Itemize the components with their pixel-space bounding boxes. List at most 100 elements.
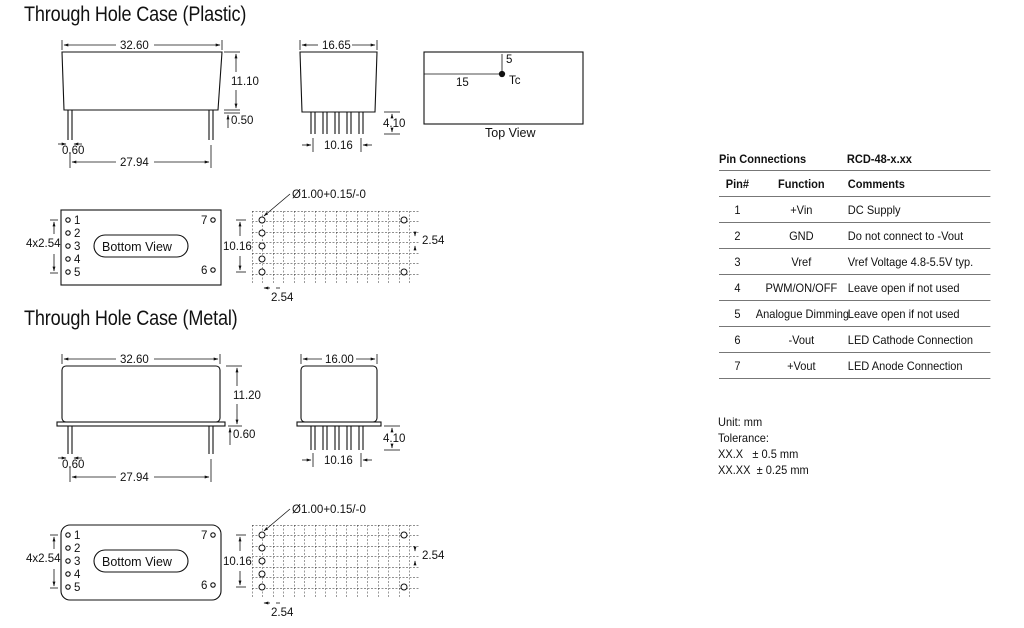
plastic-side-width-dim: 16.65 — [322, 40, 351, 52]
top-view — [423, 51, 584, 125]
tolerance-2-decimal: XX.XX ± 0.25 mm — [718, 463, 809, 477]
comment-cell: Leave open if not used — [847, 280, 960, 295]
heading-metal-case: Through Hole Case (Metal) — [24, 307, 238, 330]
function-cell: -Vout — [788, 332, 815, 347]
pin-number: 3 — [74, 556, 80, 568]
metal-side-view — [296, 354, 400, 467]
plastic-hole-grid: Ø1.00+0.15/-0 10.16 2.54 2.54 — [223, 189, 445, 304]
bottom-view-label-box — [93, 234, 189, 258]
function-cell: Analogue Dimming — [755, 306, 850, 321]
table-row: 6 -Vout LED Cathode Connection — [719, 327, 991, 353]
table-row: 3 Vref Vref Voltage 4.8-5.5V typ. — [719, 249, 991, 275]
metal-bottom-outline — [60, 524, 222, 601]
pin-number: 1 — [74, 215, 80, 227]
plastic-side-pin-span-dim: 10.16 — [324, 140, 353, 152]
pin-number: 6 — [201, 580, 207, 592]
pin-cell: 1 — [734, 202, 741, 217]
pin-table-part-number: RCD-48-x.xx — [846, 152, 912, 166]
metal-height-dim: 11.20 — [233, 390, 261, 402]
pin-number: 7 — [201, 215, 207, 227]
function-cell: +Vin — [790, 202, 813, 217]
plastic-side-body — [299, 51, 378, 113]
col-header-comments: Comments — [847, 176, 905, 191]
function-cell: PWM/ON/OFF — [765, 280, 838, 295]
comment-cell: DC Supply — [847, 202, 901, 217]
pin-pitch-group-dim: 4x2.54 — [26, 553, 61, 565]
metal-side-flange — [296, 421, 382, 427]
pin-pitch-group-dim: 4x2.54 — [26, 238, 61, 250]
plastic-height-dim: 11.10 — [231, 76, 259, 88]
comment-cell: LED Anode Connection — [847, 358, 963, 373]
function-cell: GND — [789, 228, 814, 243]
comment-cell: Leave open if not used — [847, 306, 960, 321]
plastic-bottom-view — [50, 209, 222, 286]
pin-cell: 5 — [734, 306, 741, 321]
plastic-pin-dia-dim: 0.60 — [62, 145, 84, 157]
tolerance-1-decimal: XX.X ± 0.5 mm — [718, 447, 799, 461]
col-header-function: Function — [778, 176, 825, 191]
plastic-pin-numbers: 1 2 3 4 5 7 6 — [74, 215, 207, 279]
pin-number: 4 — [74, 254, 81, 266]
metal-front-view — [56, 354, 242, 482]
plastic-bottom-outline — [60, 209, 222, 286]
bottom-view-label: Bottom View — [102, 555, 173, 569]
pin-number: 2 — [74, 228, 80, 240]
heading-plastic-case: Through Hole Case (Plastic) — [24, 3, 247, 26]
comment-cell: Do not connect to -Vout — [847, 228, 964, 243]
grid-height-dim: 10.16 — [223, 241, 252, 253]
table-row: 2 GND Do not connect to -Vout — [719, 223, 991, 249]
plastic-pin-length-dim: 4.10 — [383, 118, 405, 130]
function-cell: +Vout — [787, 358, 816, 373]
metal-pin-numbers: 1 2 3 4 5 7 6 — [74, 530, 207, 594]
pin-number: 7 — [201, 530, 207, 542]
grid-pitch-h-dim: 2.54 — [271, 607, 294, 619]
pin-number: 3 — [74, 241, 80, 253]
metal-standoff-dim: 0.60 — [233, 429, 255, 441]
metal-side-body — [300, 365, 378, 423]
function-cell: Vref — [791, 254, 812, 269]
top-view-caption: Top View — [485, 126, 536, 140]
table-row: 1 +Vin DC Supply — [719, 197, 991, 223]
pin-table-title-row: Pin Connections RCD-48-x.xx — [719, 152, 991, 171]
grid-pitch-v-dim: 2.54 — [422, 235, 445, 247]
pin-number: 6 — [201, 265, 207, 277]
metal-case-body — [61, 365, 221, 423]
pcb-grid — [252, 211, 420, 284]
table-row: 7 +Vout LED Anode Connection — [719, 353, 991, 379]
tolerance-note: Tolerance: — [718, 431, 769, 445]
plastic-standoff-dim: 0.50 — [231, 115, 253, 127]
bottom-view-label: Bottom View — [102, 240, 173, 254]
tc-label: Tc — [509, 75, 521, 87]
pcb-grid — [252, 525, 420, 598]
metal-pin-length-dim: 4.10 — [383, 433, 405, 445]
hole-spec-label: Ø1.00+0.15/-0 — [292, 504, 366, 516]
table-row: 4 PWM/ON/OFF Leave open if not used — [719, 275, 991, 301]
tc-measure-point — [498, 70, 506, 78]
bottom-view-label-box — [93, 549, 189, 573]
top-view-dim-15: 15 — [456, 77, 469, 89]
plastic-case-body — [61, 51, 223, 111]
pin-cell: 6 — [734, 332, 741, 347]
mechanical-drawings: 32.60 11.10 0.50 0.60 27.94 16.65 4.10 1… — [26, 40, 584, 619]
pin-number: 2 — [74, 543, 80, 555]
metal-side-width-dim: 16.00 — [325, 354, 354, 366]
plastic-side-view — [299, 40, 400, 152]
col-header-pin: Pin# — [725, 176, 750, 191]
plastic-width-dim: 32.60 — [120, 40, 149, 52]
metal-pin-span-dim: 27.94 — [120, 472, 149, 484]
comment-cell: LED Cathode Connection — [847, 332, 974, 347]
top-view-dim-5: 5 — [506, 54, 512, 66]
plastic-front-view — [58, 40, 240, 168]
grid-height-dim: 10.16 — [223, 556, 252, 568]
pin-cell: 7 — [734, 358, 741, 373]
metal-width-dim: 32.60 — [120, 354, 149, 366]
metal-side-pin-span-dim: 10.16 — [324, 455, 353, 467]
pin-cell: 4 — [734, 280, 741, 295]
pin-cell: 2 — [734, 228, 741, 243]
pin-number: 5 — [74, 267, 80, 279]
pin-table-title: Pin Connections — [719, 152, 807, 166]
hole-spec-label: Ø1.00+0.15/-0 — [292, 189, 366, 201]
metal-case-flange — [56, 421, 226, 427]
comment-cell: Vref Voltage 4.8-5.5V typ. — [847, 254, 974, 269]
table-row: 5 Analogue Dimming Leave open if not use… — [719, 301, 991, 327]
